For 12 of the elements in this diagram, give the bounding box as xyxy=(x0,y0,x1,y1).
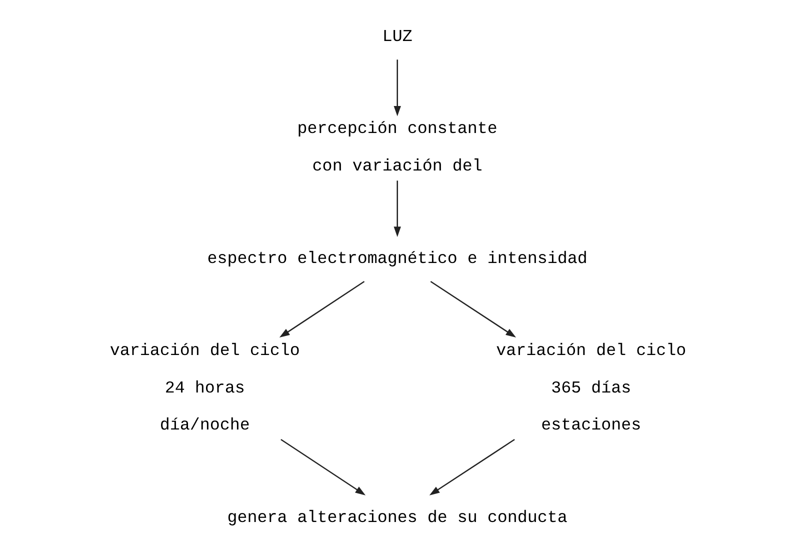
arrow xyxy=(430,280,516,338)
node-text: espectro electromagnético e intensidad xyxy=(206,250,587,269)
node-text: variación del ciclo 365 días estaciones xyxy=(496,342,686,436)
arrow xyxy=(280,438,366,496)
node-text: genera alteraciones de su conducta xyxy=(226,508,567,528)
arrow xyxy=(428,438,514,496)
node-text: LUZ xyxy=(382,28,412,47)
node-text: variación del ciclo 24 horas día/noche xyxy=(109,342,300,436)
arrow xyxy=(393,60,400,116)
arrow xyxy=(278,280,364,338)
arrow xyxy=(393,180,400,237)
node-text: percepción constante con variación del xyxy=(296,120,497,176)
